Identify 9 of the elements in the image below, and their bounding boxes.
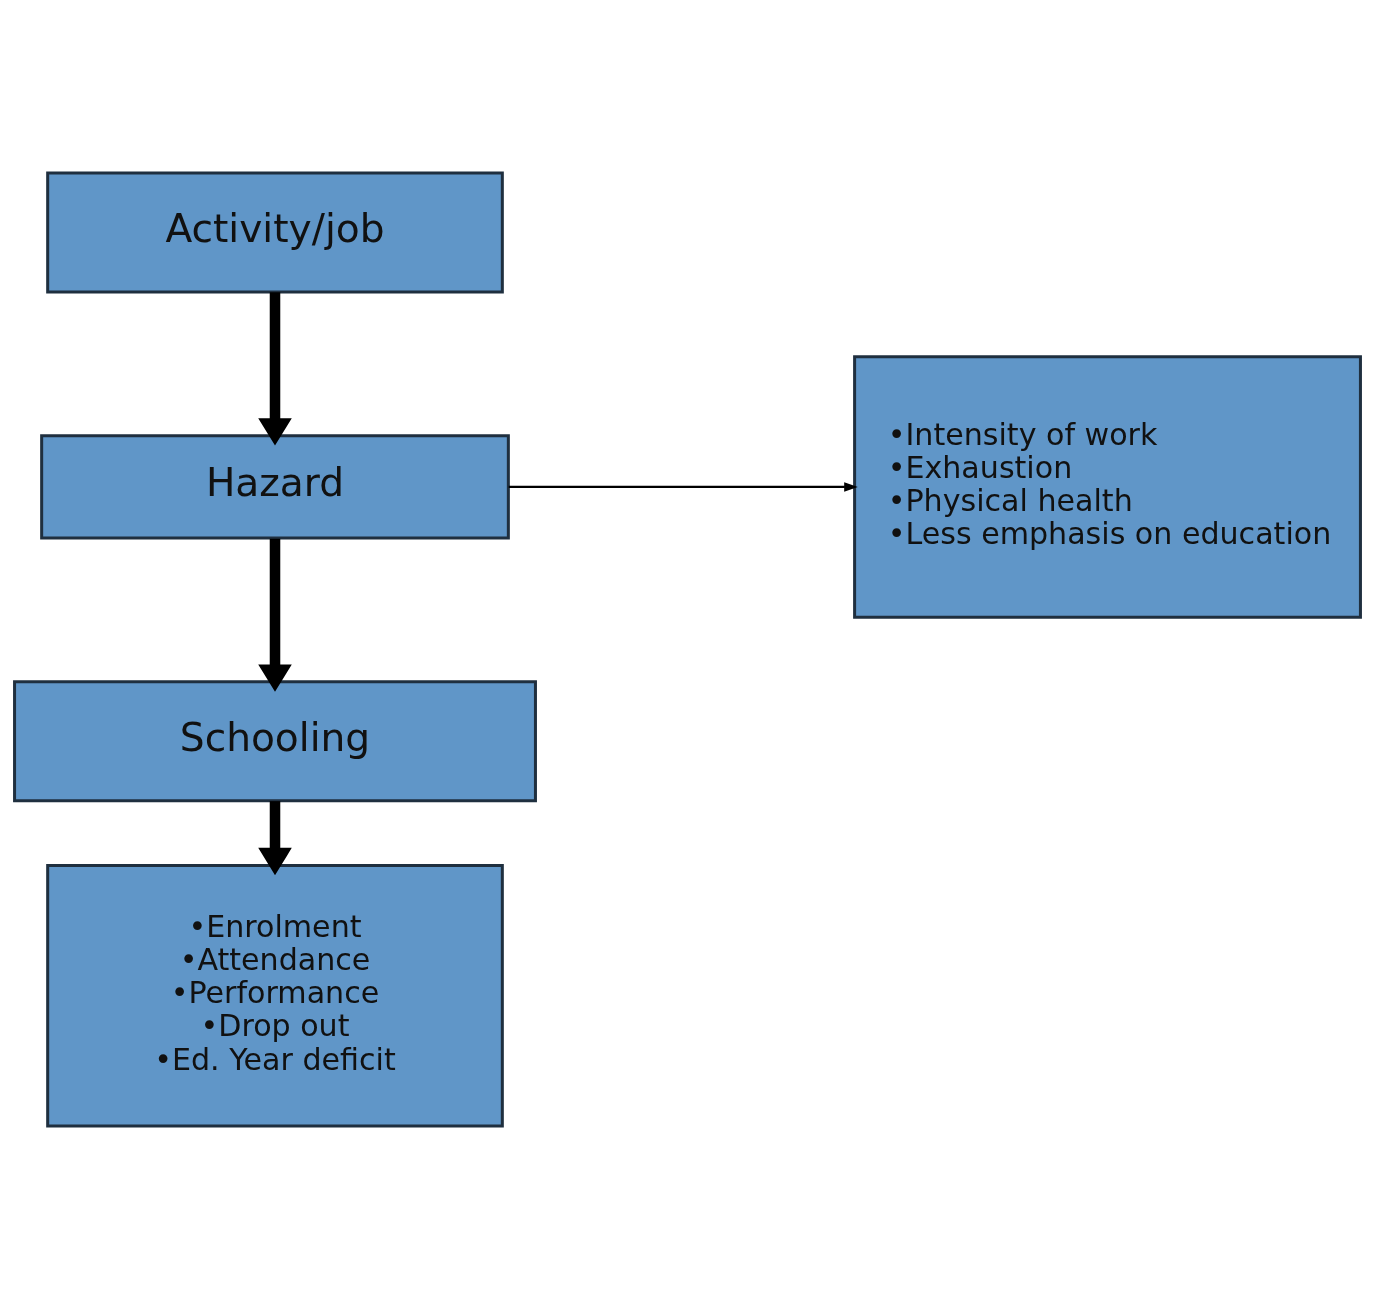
arrow (258, 292, 292, 446)
node-box: •Intensity of work •Exhaustion •Physical health •Less emphasis on education (853, 355, 1362, 619)
arrow (508, 482, 858, 492)
arrow (258, 538, 292, 692)
node-box: Hazard (40, 434, 510, 540)
node-box: Schooling (13, 680, 537, 803)
node-box: Activity/job (46, 171, 504, 294)
node-box: •Enrolment •Attendance •Performance •Drop out •Ed. Year deficit (46, 864, 504, 1128)
arrow (258, 801, 292, 876)
